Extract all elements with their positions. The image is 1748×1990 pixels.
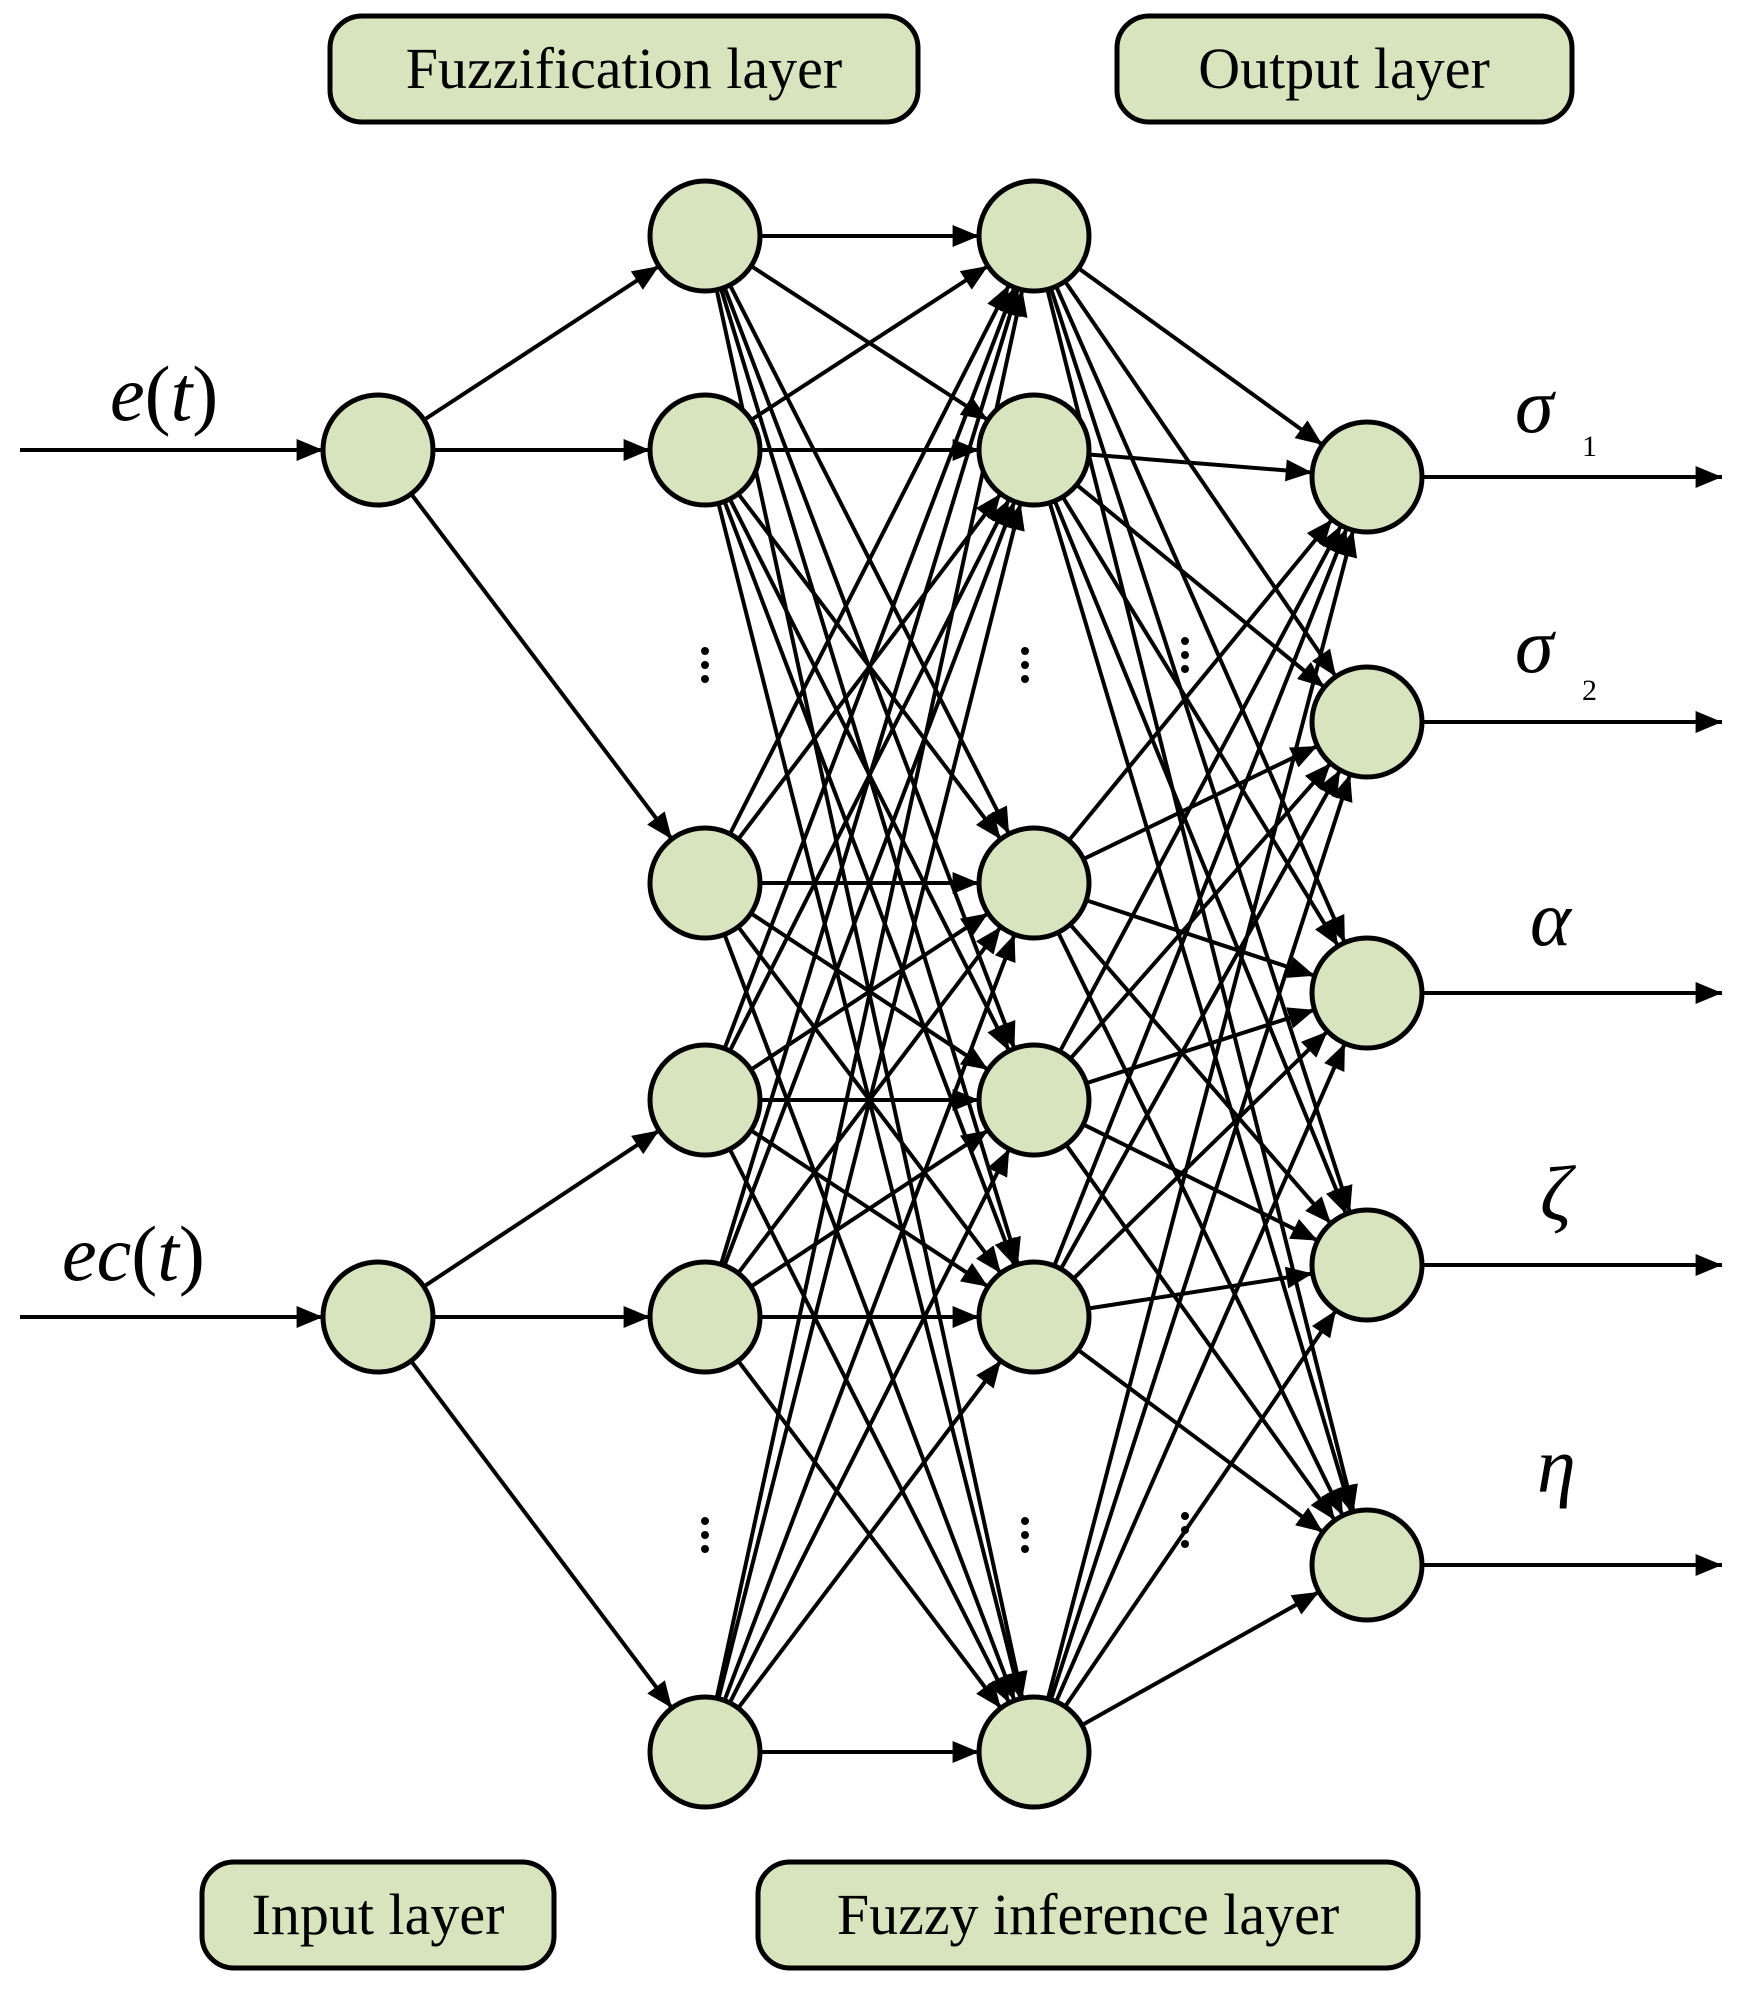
svg-text:2: 2	[1582, 674, 1597, 707]
output-label-alpha: α	[1530, 875, 1573, 962]
edge-fuzz-inference	[728, 284, 1011, 835]
edge-fuzz-inference	[749, 1128, 990, 1289]
edge-inference-output	[1063, 1309, 1338, 1708]
edge-inference-output	[1054, 1042, 1347, 1703]
edge-input-fuzz	[409, 492, 674, 841]
output-label-sigma2: σ 2	[1515, 602, 1597, 707]
edge-inference-output	[1058, 524, 1343, 1053]
edge-inference-output	[1088, 1266, 1313, 1311]
edge-inference-output	[1052, 527, 1349, 1267]
fuzzification-layer-text: Fuzzification layer	[406, 36, 842, 101]
edge-inference-output	[1049, 773, 1353, 1701]
edge-inference-output	[1056, 931, 1345, 1517]
output-node-1	[1309, 419, 1425, 535]
edge-inference-output	[1085, 898, 1316, 978]
edge-fuzz-inference	[722, 933, 1017, 1702]
svg-text:σ: σ	[1515, 362, 1556, 449]
fuzzification-node-1	[647, 178, 763, 294]
edge-input-fuzz	[422, 264, 661, 422]
input-node-1	[320, 392, 436, 508]
inference-ellipsis-lower	[1021, 1517, 1029, 1553]
edge-fuzz-inference	[716, 502, 1025, 1700]
edge-inference-output	[1075, 483, 1326, 689]
inference-node-1	[976, 178, 1092, 294]
output-ellipsis-lower	[1181, 1512, 1189, 1548]
fuzzification-ellipsis-upper	[701, 647, 709, 683]
neurons	[320, 178, 1425, 1810]
output-node-4	[1309, 1207, 1425, 1323]
inference-node-5	[976, 1259, 1092, 1375]
output-ellipsis-upper	[1181, 637, 1189, 673]
inference-node-6	[976, 1694, 1092, 1810]
edge-inference-output	[1054, 285, 1347, 944]
edge-fuzz-inference	[719, 288, 1021, 1265]
edge-fuzz-inference	[722, 286, 1017, 1050]
edge-fuzz-inference	[736, 1359, 1003, 1710]
svg-text:σ: σ	[1515, 602, 1556, 689]
ellipsis-markers	[701, 637, 1189, 1553]
input-node-2	[320, 1259, 436, 1375]
input-label-e: e(t)	[110, 350, 218, 437]
fuzzy-inference-layer-label: Fuzzy inference layer	[755, 1859, 1421, 1971]
output-node-2	[1309, 664, 1425, 780]
svg-text:1: 1	[1582, 430, 1597, 463]
connections	[20, 225, 1722, 1763]
edge-inference-output	[1080, 1590, 1321, 1727]
edge-inference-output	[1045, 529, 1358, 1700]
edge-fuzz-inference	[750, 264, 989, 422]
fuzzification-layer-label: Fuzzification layer	[327, 13, 921, 125]
edge-inference-output	[1088, 452, 1313, 482]
output-label-zeta: ζ	[1540, 1150, 1576, 1237]
edge-fuzz-inference	[727, 1148, 1012, 1704]
fuzzification-node-6	[647, 1694, 763, 1810]
input-layer-label: Input layer	[199, 1859, 557, 1971]
edge-fuzz-inference	[714, 289, 1028, 1699]
inference-node-2	[976, 392, 1092, 508]
fuzzification-node-2	[647, 392, 763, 508]
edge-inference-output	[1082, 1122, 1319, 1243]
fuzzification-ellipsis-lower	[701, 1517, 709, 1553]
edge-inference-output	[1082, 744, 1319, 861]
edge-inference-output	[1068, 761, 1333, 1061]
fuzzification-node-4	[647, 1042, 763, 1158]
edge-inference-output	[1052, 500, 1349, 1215]
edge-inference-output	[1072, 1029, 1329, 1281]
output-label-sigma1: σ 1	[1515, 362, 1597, 463]
inference-ellipsis-upper	[1021, 647, 1029, 683]
fuzzification-node-3	[647, 825, 763, 941]
edge-inference-output	[1067, 518, 1334, 842]
output-label-eta: η	[1537, 1422, 1576, 1509]
edge-inference-output	[1076, 1348, 1325, 1534]
edge-inference-output	[1085, 1007, 1316, 1086]
edge-inference-output	[1047, 502, 1355, 1513]
edge-input-fuzz	[422, 1128, 661, 1289]
fuzzification-node-5	[647, 1259, 763, 1375]
edge-inference-output	[1063, 280, 1338, 678]
edge-inference-output	[1059, 769, 1342, 1270]
fuzzy-inference-layer-text: Fuzzy inference layer	[837, 1882, 1339, 1947]
input-label-ec: ec(t)	[62, 1210, 205, 1297]
edge-fuzz-inference	[722, 500, 1017, 1267]
output-layer-label: Output layer	[1114, 13, 1575, 125]
edge-inference-output	[1064, 1143, 1337, 1522]
input-layer-text: Input layer	[252, 1882, 505, 1947]
edge-input-fuzz	[409, 1359, 674, 1710]
edge-inference-output	[1061, 495, 1340, 948]
output-layer-text: Output layer	[1198, 36, 1490, 101]
inference-node-4	[976, 1042, 1092, 1158]
edge-inference-output	[1077, 266, 1324, 447]
output-node-5	[1309, 1507, 1425, 1623]
inference-node-3	[976, 825, 1092, 941]
output-node-3	[1309, 935, 1425, 1051]
